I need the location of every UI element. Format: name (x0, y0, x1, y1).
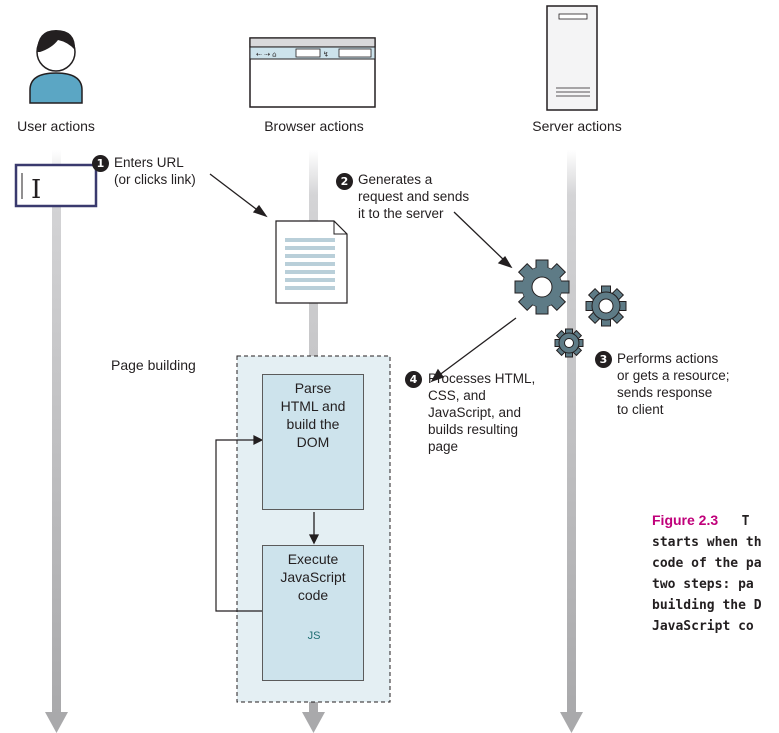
arrow-parse-to-execute (308, 512, 320, 545)
caption-first-line: Figure 2.3 T (652, 510, 779, 532)
step-2-line: Generates a (358, 172, 433, 187)
step-3-line: Performs actions (617, 351, 719, 366)
step-3-badge: 3 (595, 351, 612, 368)
js-badge-label: JS (307, 630, 321, 642)
step-4-line: CSS, and (428, 388, 486, 403)
arrow-step2-to-server (453, 211, 513, 269)
parse-box-line: HTML and (280, 398, 346, 414)
execute-box-line: Execute (287, 551, 339, 567)
step-3-line: to client (617, 402, 664, 417)
step-1-line: Enters URL (114, 155, 184, 170)
execute-box-line: code (297, 587, 329, 603)
caption-line: starts when th (652, 535, 762, 550)
step-2-line: it to the server (358, 206, 444, 221)
step-3-text: Performs actions or gets a resource; sen… (617, 350, 730, 418)
caption-line: JavaScript co (652, 619, 754, 634)
step-4-line: JavaScript, and (428, 405, 522, 420)
parse-box-line: DOM (296, 434, 330, 450)
step-4-line: builds resulting (428, 422, 519, 437)
loop-back-arrow (215, 435, 264, 612)
arrow-step1-to-document (209, 173, 268, 218)
step-2-badge: 2 (336, 173, 353, 190)
step-4-line: page (428, 439, 459, 454)
execute-box-line: JavaScript (280, 569, 346, 585)
step-1-badge: 1 (92, 155, 109, 172)
browser-lane-label: Browser actions (264, 118, 364, 134)
figure-caption: Figure 2.3 T starts when th code of the … (652, 510, 779, 637)
document-icon (275, 220, 348, 304)
caption-line: code of the pa (652, 556, 762, 571)
svg-text:I: I (31, 175, 41, 205)
arrow-server-to-step4 (430, 317, 517, 383)
user-lane-line (45, 150, 68, 733)
gear-small-icon (554, 328, 584, 358)
step-4-badge: 4 (405, 371, 422, 388)
step-4-text: Processes HTML, CSS, and JavaScript, and… (428, 370, 535, 455)
parse-box-line: build the (286, 416, 340, 432)
browser-window-icon: ⇠ ⇢ ⌂ ↯ (249, 37, 376, 108)
svg-text:⇠ ⇢ ⌂: ⇠ ⇢ ⌂ (256, 51, 277, 59)
step-1-line: (or clicks link) (114, 172, 196, 187)
text-cursor-input-icon: I (14, 163, 98, 208)
step-4-line: Processes HTML, (428, 371, 536, 386)
step-1-text: Enters URL (or clicks link) (114, 154, 196, 188)
step-3-line: sends response (617, 385, 713, 400)
parse-html-box: Parse HTML and build the DOM (262, 374, 364, 510)
parse-box-line: Parse (294, 380, 332, 396)
page-building-label: Page building (111, 357, 196, 373)
execute-javascript-box: Execute JavaScript code (262, 545, 364, 681)
user-avatar-icon (29, 30, 83, 104)
user-lane-label: User actions (17, 118, 95, 134)
server-lane-label: Server actions (532, 118, 622, 134)
caption-line: building the D (652, 598, 762, 613)
caption-line: T (741, 514, 750, 529)
gear-large-icon (514, 259, 570, 315)
server-lane-line (560, 150, 583, 733)
caption-line: two steps: pa (652, 577, 754, 592)
step-2-text: Generates a request and sends it to the … (358, 171, 469, 222)
server-tower-icon (546, 5, 598, 111)
figure-number: Figure 2.3 (652, 512, 719, 528)
step-3-line: or gets a resource; (617, 368, 730, 383)
gear-medium-icon (585, 285, 627, 327)
svg-text:↯: ↯ (323, 51, 329, 59)
step-2-line: request and sends (358, 189, 470, 204)
